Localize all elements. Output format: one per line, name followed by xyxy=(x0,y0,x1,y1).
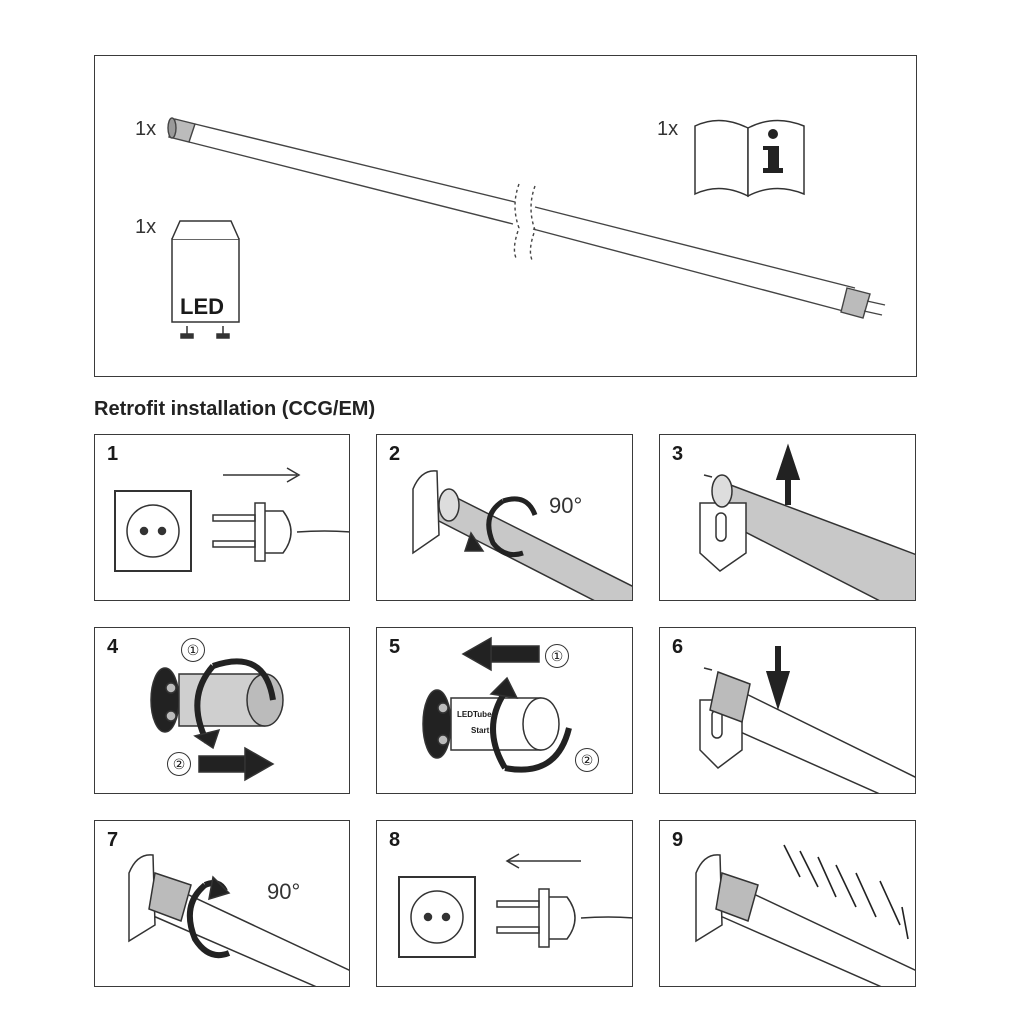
starter-text-line-2: Start xyxy=(471,726,490,735)
rotation-angle: 90° xyxy=(549,493,583,518)
led-starter-icon xyxy=(171,220,240,339)
step-number: 9 xyxy=(672,829,684,851)
light-on-icon xyxy=(695,844,915,986)
section-title: Retrofit installation (CCG/EM) xyxy=(94,398,376,420)
step-1-panel: 1 xyxy=(94,434,350,601)
step-7-panel: 7 90° xyxy=(94,820,350,987)
step-6-panel: 6 xyxy=(659,627,916,794)
step-number: 8 xyxy=(389,829,401,851)
starter-label: LED xyxy=(180,294,224,319)
step-marker-2: ② xyxy=(575,748,599,772)
starter-quantity: 1x xyxy=(135,216,157,238)
step-number: 6 xyxy=(672,636,684,658)
rotate-tube-icon xyxy=(412,470,632,600)
unplug-icon xyxy=(114,467,349,572)
step-8-panel: 8 xyxy=(376,820,633,987)
manual-quantity: 1x xyxy=(657,118,679,140)
step-number: 4 xyxy=(107,636,119,658)
step-number: 3 xyxy=(672,443,684,465)
step-2-panel: 2 90° xyxy=(376,434,633,601)
step-9-panel: 9 xyxy=(659,820,916,987)
step-number: 5 xyxy=(389,636,401,658)
step-number: 1 xyxy=(107,443,119,465)
manual-info-icon xyxy=(694,119,805,198)
plug-in-icon xyxy=(398,853,632,958)
step-5-panel: 5 ① ② LEDTube Start xyxy=(376,627,633,794)
tube-quantity: 1x xyxy=(135,118,157,140)
rotate-tube-back-icon xyxy=(128,854,349,986)
step-number: 7 xyxy=(107,829,119,851)
starter-text-line-1: LEDTube xyxy=(457,710,492,719)
step-4-panel: 4 ① ② xyxy=(94,627,350,794)
insert-tube-icon xyxy=(699,646,915,793)
step-marker-1: ① xyxy=(181,638,205,662)
step-marker-1: ① xyxy=(545,644,569,668)
remove-tube-icon xyxy=(699,443,915,600)
step-3-panel: 3 xyxy=(659,434,916,601)
led-tube-icon xyxy=(167,117,886,339)
kit-contents-panel: 1x 1x 1x LED xyxy=(94,55,917,377)
step-number: 2 xyxy=(389,443,401,465)
rotation-angle: 90° xyxy=(267,879,301,904)
step-marker-2: ② xyxy=(167,752,191,776)
remove-starter-icon xyxy=(150,658,284,782)
insert-starter-icon xyxy=(422,636,572,773)
